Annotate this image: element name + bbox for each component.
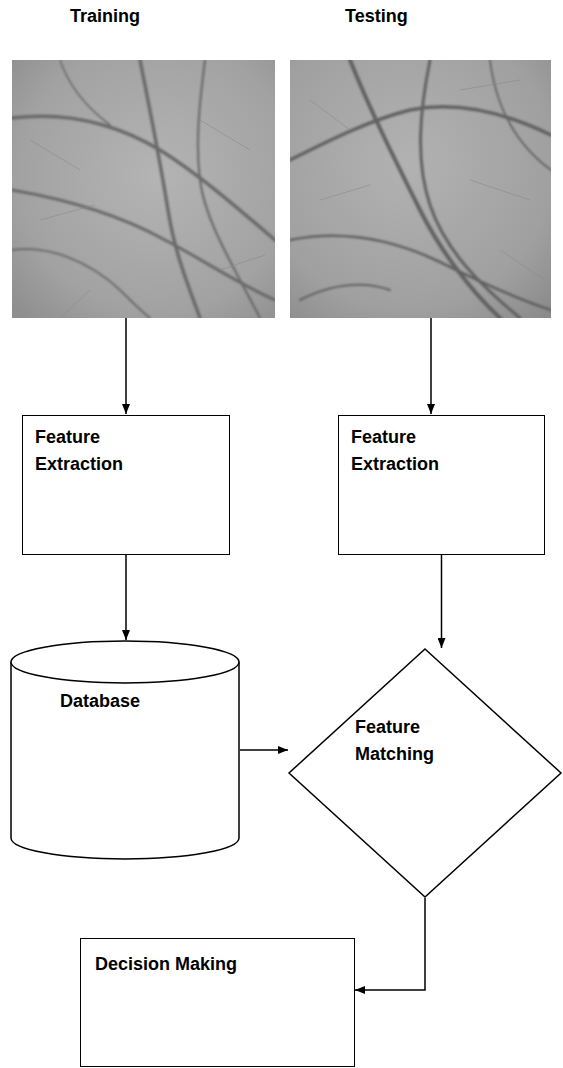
- flow-arrow: [125, 555, 127, 640]
- node-text: Database: [60, 688, 140, 715]
- image-arrow: [430, 318, 432, 414]
- flow-arrow: [441, 555, 443, 648]
- node-text: Decision Making: [95, 951, 237, 978]
- node-text: Feature Extraction: [35, 424, 155, 478]
- cylinder-top: [11, 641, 239, 683]
- decision-diamond: Feature Matching: [288, 648, 562, 898]
- cylinder-body: [11, 662, 239, 859]
- process-box: Feature Extraction: [22, 415, 230, 555]
- column-heading: Training: [70, 5, 140, 27]
- flow-arrow: [240, 749, 288, 751]
- flow-arrow: [355, 898, 425, 990]
- diamond-outline: [288, 648, 562, 898]
- testing-palm-image: [290, 60, 551, 318]
- node-text: Feature Matching: [355, 714, 465, 768]
- column-heading: Testing: [345, 5, 408, 27]
- database-cylinder: Database: [10, 640, 240, 860]
- process-box: Decision Making: [80, 938, 355, 1067]
- cylinder-outline: [10, 640, 240, 860]
- training-palm-image: [12, 60, 275, 318]
- node-text: Feature Extraction: [351, 424, 471, 478]
- process-box: Feature Extraction: [338, 415, 545, 555]
- image-arrow: [125, 318, 127, 414]
